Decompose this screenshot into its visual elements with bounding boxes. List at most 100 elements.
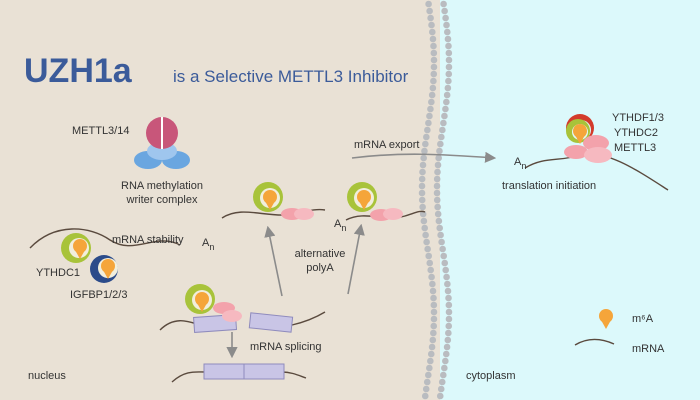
title-main: UZH1a: [24, 52, 133, 90]
legend-m6a-label: m⁶A: [632, 313, 654, 325]
membrane-lipid: [424, 245, 431, 253]
membrane-lipid: [426, 112, 433, 120]
export-label: mRNA export: [354, 139, 419, 151]
membrane-lipid: [443, 343, 451, 351]
legend-mrna-strand: [574, 338, 615, 346]
igfbp-label: IGFBP1/2/3: [70, 289, 127, 301]
membrane-lipid: [427, 105, 434, 113]
membrane-lipid: [445, 329, 452, 337]
membrane-lipid: [441, 7, 448, 15]
membrane-lipid: [437, 231, 444, 239]
membrane-lipid: [430, 294, 437, 302]
membrane-lipid: [435, 217, 443, 225]
membrane-lipid: [445, 70, 453, 78]
membrane-lipid: [436, 224, 443, 232]
membrane-lipid: [430, 63, 438, 71]
exon-box: [248, 312, 294, 333]
membrane-lipid: [422, 385, 430, 393]
membrane-lipid: [444, 336, 452, 344]
membrane-lipid: [428, 21, 435, 29]
arrow-icon: [351, 151, 497, 163]
writer-complex-icon: [134, 117, 190, 169]
m6a-marker-icon: [101, 259, 115, 279]
membrane-lipid: [428, 98, 435, 106]
membrane-lipid: [443, 91, 451, 99]
pink-protein-icon: [213, 302, 242, 322]
membrane-lipid: [429, 35, 437, 43]
membrane-lipid: [445, 308, 453, 316]
ythdc2-label: YTHDC2: [614, 127, 658, 139]
nucleus-label: nucleus: [28, 370, 66, 382]
membrane-lipid: [436, 392, 444, 400]
membrane-lipid: [437, 385, 445, 393]
membrane-lipid: [440, 119, 447, 127]
membrane-lipid: [434, 168, 441, 176]
membrane-lipid: [430, 70, 438, 78]
membrane-lipid: [427, 14, 434, 22]
membrane-lipid: [420, 154, 427, 162]
membrane-lipid: [423, 238, 430, 246]
polya-label-3: An: [514, 156, 526, 171]
membrane-lipid: [429, 287, 437, 295]
polya-label-2: An: [334, 218, 346, 233]
m6a-marker-icon: [599, 309, 613, 329]
m6a-marker-icon: [357, 190, 371, 210]
membrane-lipid: [427, 350, 435, 358]
pink-protein-icon: [281, 208, 314, 220]
cytoplasm-region: [440, 0, 700, 400]
membrane-lipid: [443, 273, 450, 281]
cytoplasm-label: cytoplasm: [466, 370, 516, 382]
membrane-lipid: [445, 294, 452, 302]
membrane-lipid: [440, 0, 447, 8]
legend: m⁶A mRNA: [574, 309, 665, 355]
title-rest: is a Selective METTL3 Inhibitor: [173, 67, 409, 86]
membrane-lipid: [429, 336, 437, 344]
membrane-icon: [418, 0, 453, 400]
membrane-lipid: [426, 7, 433, 15]
membrane-lipid: [440, 252, 447, 260]
membrane-lipid: [442, 357, 449, 365]
complex-label-line2: writer complex: [126, 194, 198, 206]
membrane-lipid: [429, 280, 436, 288]
exon-box: [243, 363, 285, 380]
membrane-lipid: [442, 266, 450, 274]
membrane-lipid: [425, 0, 432, 8]
membrane-lipid: [439, 371, 447, 379]
membrane-lipid: [442, 105, 449, 113]
legend-mrna-label: mRNA: [632, 343, 665, 355]
membrane-lipid: [430, 49, 438, 57]
membrane-lipid: [439, 126, 446, 134]
arrow-icon: [347, 223, 365, 295]
membrane-lipid: [430, 42, 437, 50]
membrane-lipid: [445, 56, 453, 64]
m6a-marker-icon: [195, 292, 209, 312]
polya-mrna-strand-2: [345, 210, 426, 221]
arrow-icon: [264, 225, 283, 297]
m6a-marker-icon: [73, 239, 87, 259]
membrane-lipid: [443, 98, 450, 106]
membrane-lipid: [445, 315, 453, 323]
pink-protein-icon: [370, 208, 403, 221]
membrane-lipid: [428, 343, 436, 351]
membrane-lipid: [444, 287, 452, 295]
membrane-lipid: [418, 175, 426, 183]
membrane-lipid: [434, 203, 441, 211]
membrane-lipid: [418, 182, 426, 190]
membrane-lipid: [430, 315, 438, 323]
membrane-lipid: [441, 112, 448, 120]
membrane-lipid: [419, 203, 426, 211]
membrane-lipid: [445, 77, 452, 85]
membrane-lipid: [444, 35, 452, 43]
membrane-lipid: [444, 84, 452, 92]
membrane-lipid: [418, 189, 426, 197]
alt-label-line2: polyA: [306, 262, 334, 274]
membrane-lipid: [425, 252, 432, 260]
membrane-lipid: [435, 154, 442, 162]
membrane-lipid: [419, 168, 426, 176]
membrane-lipid: [418, 196, 426, 204]
membrane-lipid: [424, 371, 432, 379]
membrane-lipid: [437, 140, 444, 148]
membrane-lipid: [430, 77, 437, 85]
